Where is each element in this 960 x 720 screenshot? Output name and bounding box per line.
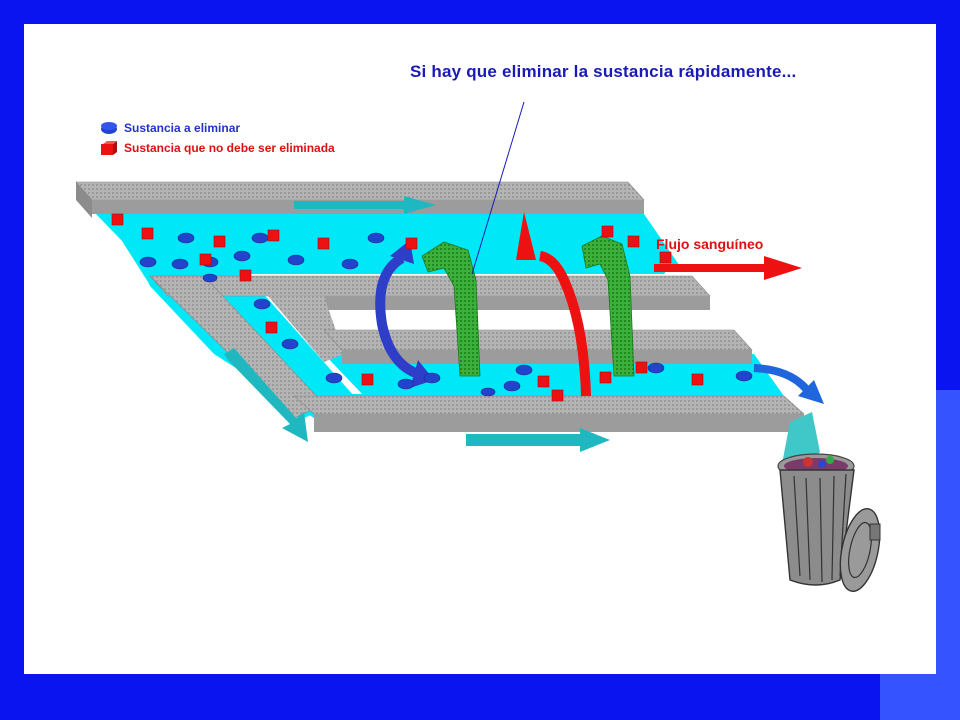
blue-disc-icon — [325, 372, 343, 384]
red-cube-icon — [213, 235, 226, 248]
blue-disc-icon — [171, 258, 189, 270]
wall-middle-inner — [268, 296, 344, 362]
flow-arrow-to-bin-head — [798, 380, 824, 404]
wall-top — [75, 181, 645, 201]
blood-flow-label: Flujo sanguíneo — [656, 236, 764, 252]
blue-substance-group — [139, 232, 753, 397]
red-return-arrow — [538, 251, 591, 397]
red-cube-icon — [141, 227, 154, 240]
blue-disc-icon — [480, 387, 496, 397]
blue-disc-icon — [233, 250, 251, 262]
blue-disc-icon — [397, 378, 415, 390]
red-cube-icon — [405, 237, 418, 250]
blue-disc-icon — [503, 380, 521, 392]
blood-flow-arrow — [654, 256, 802, 280]
flow-arrow-bottom — [466, 428, 610, 452]
red-cube-icon — [267, 229, 280, 242]
blue-disc-icon — [253, 298, 271, 310]
blue-return-arrow — [375, 253, 420, 379]
blue-disc-icon — [515, 364, 533, 376]
wall-bottom-front — [314, 414, 804, 432]
filtration-arrow-right — [581, 235, 635, 377]
trash-can-icon — [777, 453, 881, 592]
red-cube-icon — [601, 225, 614, 238]
blue-disc-icon — [647, 362, 665, 374]
red-cube-icon — [101, 141, 117, 155]
red-cube-icon — [551, 389, 564, 402]
filtration-arrow-left — [421, 241, 481, 377]
kidney-filtration-diagram — [75, 101, 881, 592]
red-cube-icon — [599, 371, 612, 384]
blue-disc-icon — [251, 232, 269, 244]
blue-disc-icon — [735, 370, 753, 382]
red-cube-icon — [111, 213, 124, 226]
red-cube-icon — [361, 373, 374, 386]
legend-item-keep: Sustancia que no debe ser eliminada — [100, 138, 335, 158]
wall-middle-upper-front — [268, 296, 710, 310]
red-cube-icon — [317, 237, 330, 250]
legend: Sustancia a eliminar Sustancia que no de… — [100, 118, 335, 158]
flow-arrow-top — [294, 196, 436, 214]
red-cube-icon — [199, 253, 212, 266]
blue-disc-icon — [202, 273, 218, 283]
red-cube-icon — [265, 321, 278, 334]
red-cube-icon — [635, 361, 648, 374]
blue-disc-icon — [287, 254, 305, 266]
red-cube-icon — [691, 373, 704, 386]
red-cube-icon — [537, 375, 550, 388]
wall-top-side — [76, 182, 92, 218]
blue-disc-icon — [139, 256, 157, 268]
slide-canvas: Si hay que eliminar la sustancia rápidam… — [24, 24, 936, 674]
red-cube-icon — [239, 269, 252, 282]
wall-bottom — [293, 395, 805, 415]
flow-arrow-left — [224, 348, 308, 442]
fluid-channel-lower — [324, 354, 784, 396]
legend-label-keep: Sustancia que no debe ser eliminada — [124, 141, 335, 155]
slide-title: Si hay que eliminar la sustancia rápidam… — [410, 62, 797, 81]
red-return-arrow-head — [516, 212, 536, 260]
blue-disc-icon — [423, 372, 441, 384]
legend-item-eliminate: Sustancia a eliminar — [100, 118, 335, 138]
blue-disc-icon — [341, 258, 359, 270]
red-substance-group — [111, 213, 704, 402]
blue-disc-icon — [367, 232, 385, 244]
red-cube-icon — [627, 235, 640, 248]
callout-line — [471, 101, 525, 275]
blue-disc-icon — [177, 232, 195, 244]
blue-disc-icon — [281, 338, 299, 350]
blue-disc-icon — [101, 122, 117, 134]
red-cube-icon — [659, 251, 672, 264]
wall-middle-lower-front — [342, 350, 752, 364]
legend-label-eliminate: Sustancia a eliminar — [124, 121, 241, 135]
